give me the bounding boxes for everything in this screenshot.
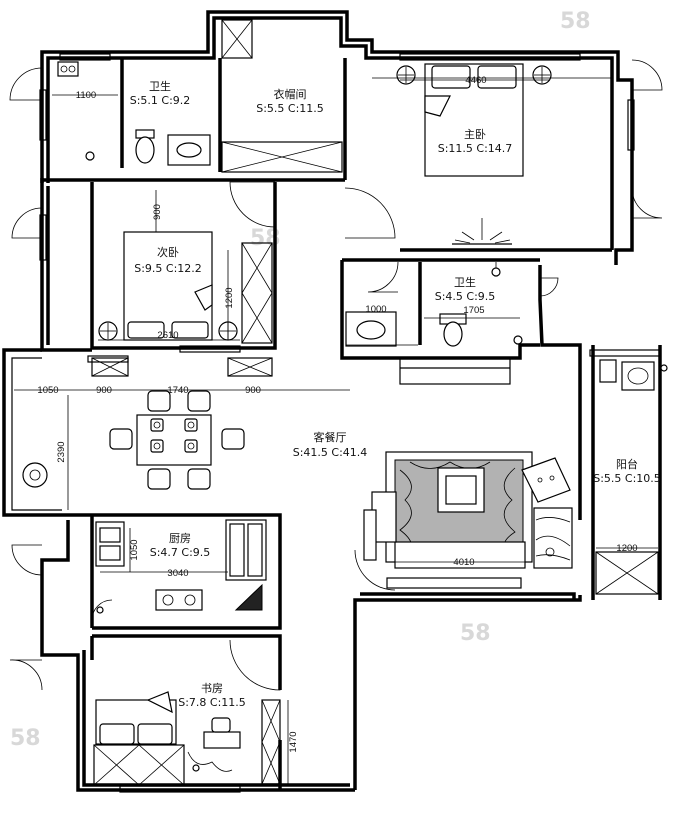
second-bedroom-furniture [98, 231, 238, 341]
room-label-master: 主卧 [464, 128, 486, 141]
wardrobes [91, 19, 659, 786]
dimension-label: 900 [96, 385, 112, 396]
dimension-label: 3040 [167, 568, 188, 579]
kitchen-fixtures [95, 519, 267, 614]
room-label-balcony: 阳台 [616, 457, 638, 471]
room-label-kitchen: 厨房 [169, 532, 191, 545]
dimension-label: 1705 [463, 305, 484, 316]
dimension-label: 1050 [129, 539, 140, 560]
dimension-label: 1100 [76, 90, 96, 101]
room-area-kitchen: S:4.7 C:9.5 [150, 546, 211, 559]
dimension-label: 4010 [453, 557, 474, 568]
room-area-living: S:41.5 C:41.4 [293, 446, 368, 459]
balcony-fixtures [599, 359, 668, 391]
watermark-logo: 58 [460, 621, 491, 646]
exterior-walls [2, 10, 662, 792]
dimension-label: 900 [152, 204, 163, 220]
room-label-living: 客餐厅 [314, 430, 347, 444]
dimension-lines [14, 79, 658, 785]
dining-set [22, 390, 245, 490]
dimension-label: 1740 [167, 385, 188, 396]
dimension-label: 2390 [56, 441, 67, 462]
dimension-label: 1200 [616, 543, 637, 554]
room-labels: 卫生 S:5.1 C:9.2 衣帽间 S:5.5 C:11.5 主卧 S:11.… [130, 79, 661, 709]
room-area-bath-mid: S:4.5 C:9.5 [435, 290, 496, 303]
room-area-study: S:7.8 C:11.5 [178, 696, 246, 709]
doors [9, 59, 663, 691]
dimension-label: 1000 [365, 304, 386, 315]
dimension-label: 900 [245, 385, 261, 396]
dimension-labels: 1100 4460 900 1200 2610 1000 1705 1050 9… [37, 75, 637, 753]
room-label-bath-north: 卫生 [149, 79, 171, 93]
windows [39, 53, 661, 793]
room-label-bath-mid: 卫生 [454, 275, 476, 289]
dimension-label: 2610 [157, 330, 178, 341]
interior-walls [42, 58, 612, 790]
room-area-second: S:9.5 C:12.2 [134, 262, 202, 275]
dimension-label: 4460 [465, 75, 486, 86]
bathroom-fixtures [57, 61, 523, 347]
watermark-logo: 58 [560, 9, 591, 34]
room-area-balcony: S:5.5 C:10.5 [593, 472, 661, 485]
dimension-label: 1050 [37, 385, 58, 396]
room-area-bath-north: S:5.1 C:9.2 [130, 94, 191, 107]
room-area-cloak: S:5.5 C:11.5 [256, 102, 324, 115]
watermark-logo: 58 [10, 726, 41, 751]
room-label-second: 次卧 [157, 245, 179, 259]
living-furniture [363, 451, 573, 589]
dimension-label: 1470 [288, 731, 299, 752]
room-area-master: S:11.5 C:14.7 [438, 142, 513, 155]
dimension-label: 1200 [224, 287, 235, 308]
study-furniture [95, 691, 241, 772]
room-label-study: 书房 [201, 682, 223, 695]
master-bedroom-furniture [372, 63, 612, 245]
room-label-cloak: 衣帽间 [274, 87, 307, 101]
